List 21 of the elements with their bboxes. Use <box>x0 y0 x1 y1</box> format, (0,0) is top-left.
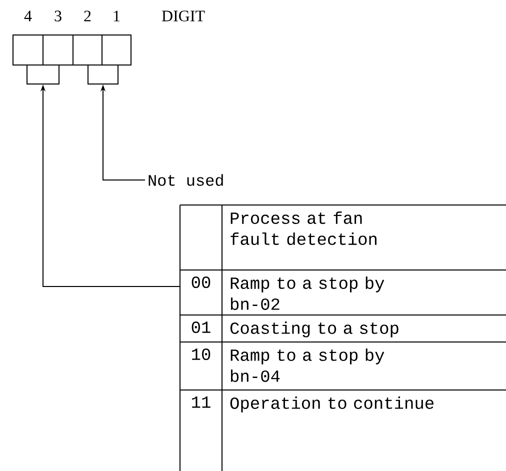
table-cell: 00 <box>192 276 210 288</box>
sub-box <box>26 64 60 84</box>
table-cell: 10 <box>192 348 210 360</box>
node-label: 2 <box>84 10 91 22</box>
table-cell: Coasting to a stop <box>230 322 398 338</box>
digit-cell: 1 <box>102 10 132 66</box>
table-cell: 11 <box>192 396 210 408</box>
digit-cell: 2 <box>72 10 102 66</box>
digit-cell: 4 <box>12 10 44 66</box>
node-label: 3 <box>54 10 62 22</box>
node-label: 4 <box>24 10 32 22</box>
digit-heading: DIGIT <box>162 10 205 22</box>
table-cell: 01 <box>192 322 210 334</box>
sub-box <box>88 64 118 84</box>
note-text: Not used <box>148 174 223 186</box>
table-header: Process at fan fault detection <box>230 212 376 246</box>
table-cell: Ramp to a stop by bn-02 <box>230 276 384 310</box>
table-cell: Ramp to a stop by bn-04 <box>230 348 384 382</box>
digit-cell: 3 <box>42 10 74 66</box>
node-label: 1 <box>114 10 120 22</box>
table-cell: Operation to continue <box>230 396 434 412</box>
